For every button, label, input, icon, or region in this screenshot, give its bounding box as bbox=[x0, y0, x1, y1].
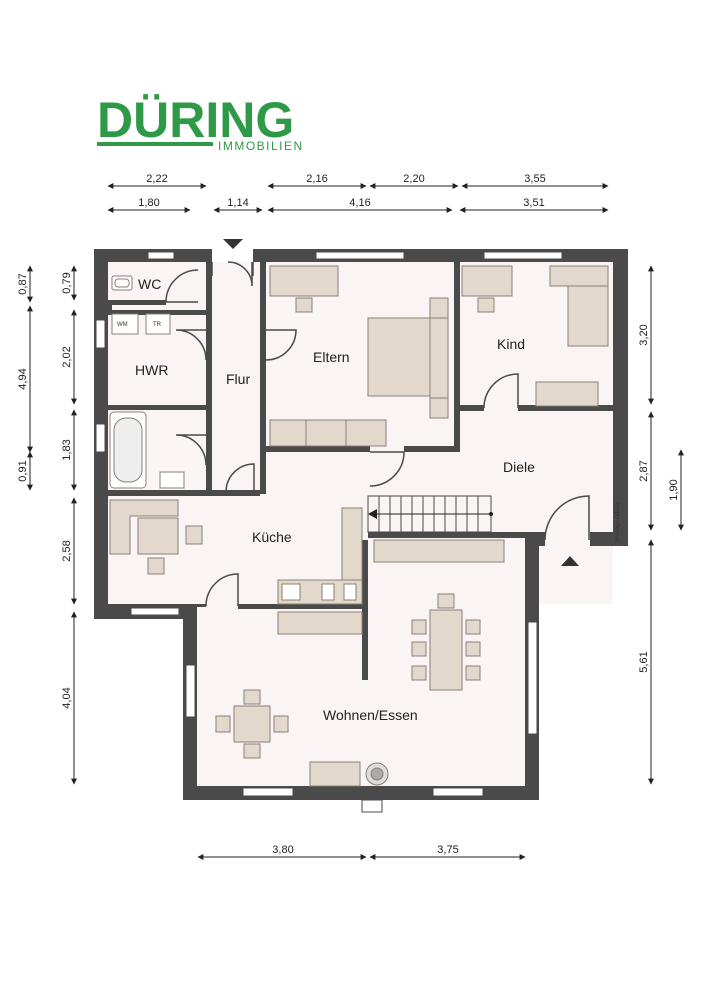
dim-top2-0: 1,80 bbox=[138, 197, 159, 209]
dim-bottom-0: 3,80 bbox=[272, 844, 293, 856]
dim-top2-1: 1,14 bbox=[227, 197, 248, 209]
dim-left-inner-2: 1,83 bbox=[61, 439, 73, 460]
washing-machine-icon bbox=[111, 313, 139, 335]
logo-tagline: IMMOBILIEN bbox=[218, 139, 304, 153]
watermark-label: Immogrundriss bbox=[615, 502, 621, 542]
dim-left-inner-3: 2,58 bbox=[61, 540, 73, 561]
inner-walls bbox=[108, 262, 613, 680]
windows bbox=[95, 251, 563, 813]
dim-top2-2: 4,16 bbox=[349, 197, 370, 209]
room-label-kueche: Küche bbox=[252, 529, 292, 545]
dimension-lines bbox=[27, 183, 684, 860]
dryer-icon bbox=[145, 313, 171, 335]
furniture bbox=[109, 265, 609, 787]
room-label-eltern: Eltern bbox=[313, 349, 350, 365]
dim-top1-1: 2,16 bbox=[306, 173, 327, 185]
dimension-labels: 2,22 2,16 2,20 3,55 1,80 1,14 4,16 3,51 … bbox=[17, 173, 680, 856]
dim-left-inner-1: 2,02 bbox=[61, 346, 73, 367]
dim-right-2: 1,90 bbox=[668, 479, 680, 500]
room-label-diele: Diele bbox=[503, 459, 535, 475]
dim-left-inner-4: 4,04 bbox=[61, 687, 73, 708]
entrance-arrows bbox=[223, 239, 579, 566]
dim-left-outer-0: 0,87 bbox=[17, 273, 29, 294]
dim-top1-3: 3,55 bbox=[524, 173, 545, 185]
staircase bbox=[367, 495, 493, 533]
logo-wordmark: DÜRING bbox=[97, 92, 294, 148]
room-labels: WC HWR Flur Eltern Kind Diele Küche Wohn… bbox=[117, 276, 621, 723]
appliance-label-tr: TR bbox=[153, 322, 162, 328]
dim-left-outer-2: 0,91 bbox=[17, 460, 29, 481]
dim-top1-2: 2,20 bbox=[403, 173, 424, 185]
company-logo: DÜRING IMMOBILIEN bbox=[97, 92, 304, 153]
dim-right-0: 3,20 bbox=[638, 324, 650, 345]
room-label-wohnen-essen: Wohnen/Essen bbox=[323, 707, 418, 723]
dim-top1-0: 2,22 bbox=[146, 173, 167, 185]
dim-right-3: 5,61 bbox=[638, 651, 650, 672]
room-label-wc: WC bbox=[138, 276, 161, 292]
dim-bottom-1: 3,75 bbox=[437, 844, 458, 856]
room-label-hwr: HWR bbox=[135, 362, 168, 378]
doors bbox=[165, 261, 590, 607]
dim-left-outer-1: 4,94 bbox=[17, 368, 29, 389]
appliance-label-wm: WM bbox=[117, 322, 128, 328]
dim-right-1: 2,87 bbox=[638, 460, 650, 481]
room-label-flur: Flur bbox=[226, 371, 250, 387]
logo-underline bbox=[97, 142, 213, 146]
dim-left-inner-0: 0,79 bbox=[61, 272, 73, 293]
dim-top2-3: 3,51 bbox=[523, 197, 544, 209]
room-label-kind: Kind bbox=[497, 336, 525, 352]
